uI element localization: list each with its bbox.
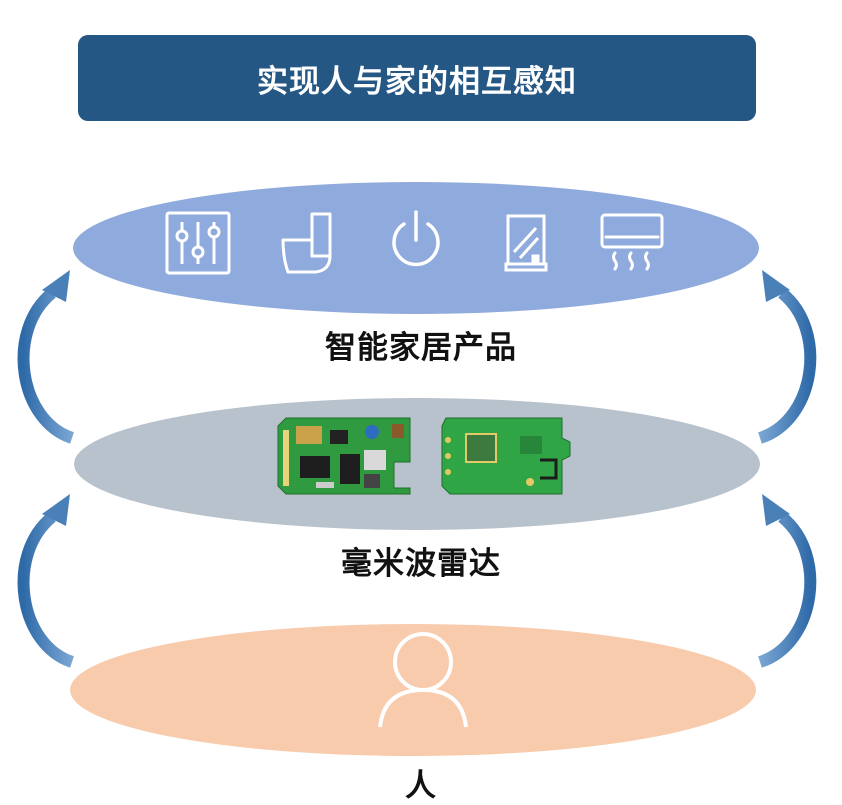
diagram-title: 实现人与家的相互感知: [257, 63, 577, 100]
radar-circuit-board-back: [441, 417, 571, 495]
toilet-icon: [281, 212, 332, 274]
smart-home-label: 智能家居产品: [325, 330, 517, 366]
person-icon: [378, 632, 468, 728]
mirror-cabinet-icon: [504, 214, 548, 272]
radar-circuit-board-front: [277, 417, 411, 495]
left-arrow-lower: [17, 494, 75, 668]
right-arrow-lower: [757, 494, 817, 668]
person-label: 人: [405, 768, 437, 804]
air-conditioner-icon: [600, 213, 664, 271]
title-banner: 实现人与家的相互感知: [78, 35, 756, 121]
smart-home-layer-ellipse: [73, 182, 759, 314]
power-icon: [392, 210, 440, 267]
radar-layer-ellipse: [74, 398, 760, 530]
radar-label: 毫米波雷达: [341, 546, 501, 582]
right-arrow-upper: [757, 270, 817, 444]
left-arrow-upper: [17, 270, 75, 444]
equalizer-sliders-icon: [165, 211, 231, 275]
